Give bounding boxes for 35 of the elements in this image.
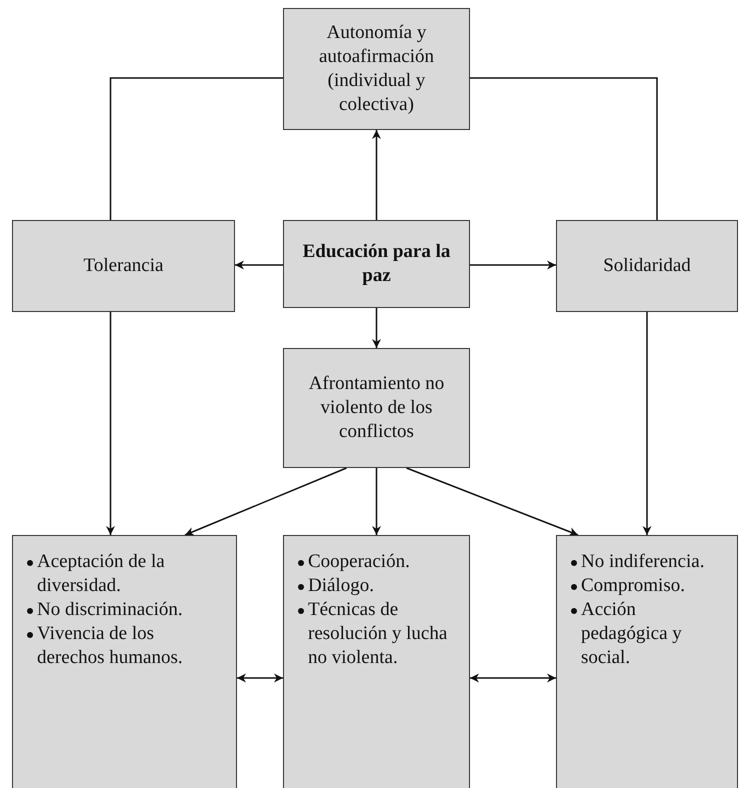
- concept-box: [283, 8, 470, 130]
- concept-box: [283, 220, 470, 308]
- arrow: [106, 312, 115, 535]
- list-item: Técnicas de resolución y lucha no violenta.: [308, 599, 448, 668]
- box-label: Afrontamiento no violento de los conflictos: [308, 372, 446, 444]
- arrow: [642, 312, 652, 535]
- list-item: Vivencia de los derechos humanos.: [37, 623, 183, 668]
- list-box: [12, 535, 237, 788]
- list-item: Aceptación de la diversidad.: [37, 551, 165, 596]
- concept-box: [283, 348, 470, 468]
- connector-line: [470, 77, 658, 220]
- connector-line: [110, 77, 283, 220]
- arrow: [237, 674, 283, 682]
- box-label: Educación para la paz: [302, 240, 452, 288]
- arrow: [372, 308, 381, 348]
- arrow: [406, 467, 578, 536]
- arrow: [470, 674, 556, 682]
- list-item: Diálogo.: [308, 575, 374, 596]
- box-label: Solidaridad: [603, 254, 691, 278]
- arrow: [235, 260, 283, 270]
- list-item: Acción pedagógica y social.: [581, 599, 682, 668]
- list-item: No discriminación.: [37, 599, 183, 620]
- box-label: Tolerancia: [84, 254, 164, 278]
- list-item: Cooperación.: [308, 551, 410, 572]
- concept-box: [12, 220, 235, 312]
- list-item: No indiferencia.: [581, 551, 704, 572]
- list-item: Compromiso.: [581, 575, 685, 596]
- arrow: [470, 260, 556, 270]
- arrow: [372, 130, 381, 220]
- arrow: [372, 468, 381, 535]
- list-box: [283, 535, 470, 788]
- list-box: [556, 535, 738, 788]
- concept-box: [556, 220, 738, 312]
- arrow: [184, 467, 347, 536]
- box-label: Autonomía y autoafirmación (individual y colectiva): [318, 21, 435, 117]
